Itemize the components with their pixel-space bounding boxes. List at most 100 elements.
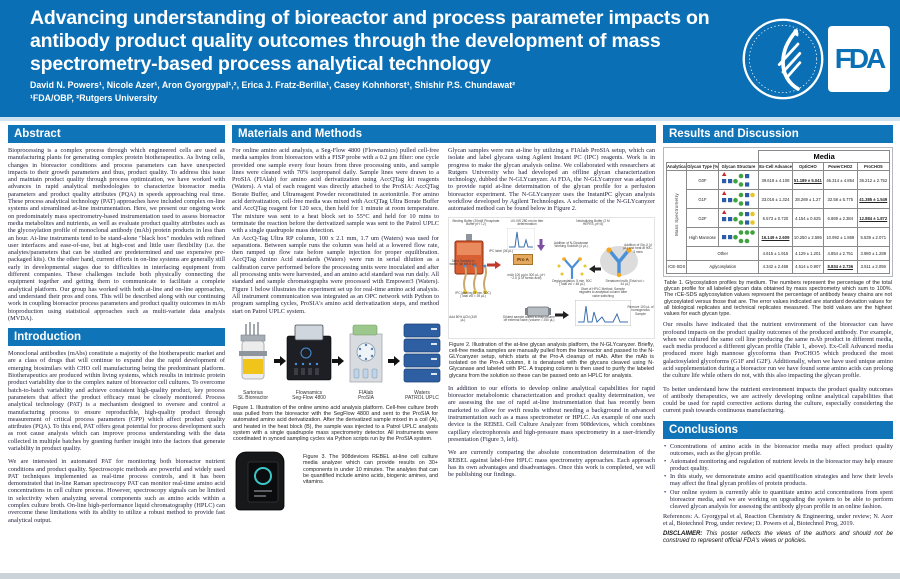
figure2-label: Addition of Gly-X (4 μL) and heat at 90C… [623,242,653,254]
abstract-body: Bioprocessing is a complex process throu… [8,147,225,322]
glycan-value-cell: 4.615 ± 1.915 [758,246,793,261]
glycan-type-cell: Other [686,246,760,261]
conclusion-bullet: Automated monitoring and regulation of n… [663,458,893,472]
section-heading-conclusions: Conclusions [663,420,893,439]
header-divider [0,117,900,121]
conclusion-bullet: Concentrations of amino acids in the bio… [663,443,893,457]
fda-logo: FDA [828,26,890,92]
method-group-label: rCE-SDS [665,259,688,274]
conclusion-bullet: Our online system is currently able to q… [663,489,893,510]
middle-column: Materials and Methods For online amino a… [232,125,656,573]
introduction-heading-label: Introduction [14,331,82,344]
methods-subcolumn-2: Glycan samples were run at-line by utili… [448,147,655,519]
left-column: Abstract Bioprocessing is a complex proc… [8,125,225,573]
prosia-icon [344,322,388,389]
glycan-value-cell: 41.385 ± 1.549 [856,189,891,209]
abstract-heading-label: Abstract [14,128,61,140]
column-header: Glycan Type (%) [686,162,719,171]
conclusions-heading-label: Conclusions [669,423,739,436]
figure2-labeled-glycans-icon [457,264,493,301]
arrow-right-icon [274,353,286,371]
figure2-label: Add 80% ACN (349 μL) [449,314,477,323]
results-paragraph-2: To better understand how the nutrient en… [663,385,893,415]
glycan-structure-cell [717,227,760,247]
figure2-trap-column-icon [525,304,551,322]
section-heading-introduction: Introduction [8,328,225,347]
arrow-right-icon [332,353,344,371]
glycan-type-cell: G2F [686,208,719,228]
column-header: ProCHO5 [856,162,891,171]
disclaimer-label: DISCLAIMER: [663,531,703,538]
section-heading-methods: Materials and Methods [232,125,656,143]
method-group-label: Mass Spectrometry [665,170,688,261]
results-paragraph-1: Our results have indicated that the nutr… [663,321,893,380]
fda-logo-text: FDA [834,43,887,74]
glycan-value-cell: 6.573 ± 0.720 [758,208,793,228]
column-header: OptiCHO [791,162,825,171]
glycan-type-cell: High Mannose [686,227,719,247]
glycan-g0f-icon [722,172,750,187]
uplc-stack-icon [400,322,444,389]
figure2-label: Addition of N-Glycanase Working Solution… [553,240,589,249]
column-header: Glycan Structure [717,162,760,171]
figure2-label: Deglycosylation, 5 min, 50C (Total vol =… [552,278,592,287]
glycan-value-cell: 3.511 ± 2.059 [856,259,891,274]
figure2-label: Send Sample to waste (all but 5 μL) [449,258,477,267]
figure2-label: mAb 100 μg in 300 μL, pH ~2.5 (1 M formi… [507,272,545,281]
references: References: A. Gyorgypal et al, Reaction… [663,512,893,528]
rebel-analyzer-icon [232,448,296,519]
glycan-value-cell: 4.514 ± 0.907 [791,259,825,274]
methods-paragraph-4: In addition to our efforts to develop on… [448,384,655,443]
right-column: Results and Discussion Media Analytical … [663,125,893,573]
figure2-label: Denatured mAb (Total vol = 44 μL) [605,278,645,287]
conclusion-bullet: In this study, we demonstrate amino acid… [663,473,893,487]
glycan-value-cell: 33.016 ± 1.324 [758,189,793,209]
disclaimer-text: This poster reflects the views of the au… [663,531,893,545]
figure2-label: Neutralizing Buffer (2 M HEPES, pH 8) [576,218,610,227]
poster-bottom-edge [0,573,900,579]
glycan-high-mannose-icon [722,230,756,244]
figure2-label: UV-VIS 280 nm for titer determination [510,218,544,227]
methods-subcolumn-1: For online amino acid analysis, a Seg-Fl… [232,147,441,519]
figure3-caption: Figure 3. The 908devices REBEL at-line c… [303,454,438,486]
figure1-device-patrol-uplc: Waters PATROL UPLC [400,322,444,402]
conclusions-list: Concentrations of amino acids in the bio… [663,443,893,510]
segflow-icon [284,322,334,389]
bioreactor-icon [232,321,274,389]
device-label: FIAlab ProSIA [358,389,374,402]
figure2-label: Diluted sample added to trap column off … [503,314,555,323]
glycan-value-cell: 3.980 ± 1.289 [856,246,891,261]
methods-paragraph-5: We are currently comparing the absolute … [448,449,655,479]
glycan-type-cell: Aglycosylation [686,259,760,274]
methods-paragraph-1: For online amino acid analysis, a Seg-Fl… [232,147,439,235]
introduction-paragraph-1: Monoclonal antibodies (mAbs) constitute … [8,350,225,452]
glycan-value-cell: 8.834 ± 2.736 [823,259,858,274]
glycan-value-cell: 28.269 ± 1.27 [791,189,825,209]
poster-affiliations: ¹FDA/OBP, ²Rutgers University [30,93,158,103]
table1-caption: Table 1. Glycosylation profiles by mediu… [664,280,892,318]
figure2-proa-column: Pro A [513,253,533,265]
figure1-device-prosia: FIAlab ProSIA [344,322,388,402]
section-heading-abstract: Abstract [8,125,225,143]
figure1-caption: Figure 1. Illustration of the online ami… [233,405,438,443]
table-corner [667,151,759,163]
glycan-value-cell: 4.342 ± 2.458 [758,259,793,274]
glycan-value-cell: 10.992 ± 1.869 [823,227,858,247]
figure2-label: IPC labeling (5 min, 50C) (Total vol = 3… [455,290,491,299]
glycan-value-cell: 4.154 ± 0.625 [791,208,825,228]
arrow-right-icon [487,256,501,274]
figure2-denatured-mab-icon [599,244,639,283]
glycan-value-cell: 5.539 ± 2.071 [856,227,891,247]
glycan-type-cell: G0F [686,170,719,190]
glycan-g2f-icon [722,210,756,225]
device-label: Waters PATROL UPLC [405,389,439,402]
poster-title: Advancing understanding of bioreactor an… [30,7,710,75]
glycan-g1f-icon [722,191,756,206]
figure-2-schematic: Pro A [448,216,655,339]
methods-glycan-paragraph: Glycan samples were run at-line by utili… [448,147,655,213]
